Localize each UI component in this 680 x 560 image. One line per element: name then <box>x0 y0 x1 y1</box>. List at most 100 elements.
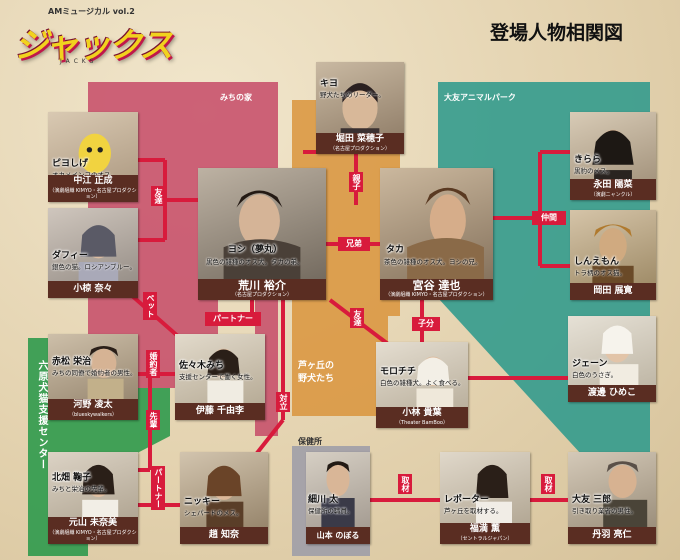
relation-shuzai-2: 取材 <box>541 474 555 494</box>
actor-name: 中江 正成 <box>73 176 113 186</box>
character-desc: 支援センターで働く女性。 <box>179 373 257 381</box>
relation-shuzai-1: 取材 <box>398 474 412 494</box>
character-desc: 保健所の職員。 <box>308 507 354 515</box>
character-role: 大友 三郎 <box>572 495 612 505</box>
character-desc: 白色のうさぎ。 <box>572 371 618 379</box>
relation-nakama: 仲間 <box>532 211 566 225</box>
relation-partner-1: パートナー <box>205 312 261 326</box>
character-desc: トラ柄のオス猫。 <box>574 269 626 277</box>
name-plate: 小林 貴葉（Theater BamBoo） <box>376 407 468 428</box>
character-desc: 茶色の雑種のオス犬。ヨシの兄。 <box>384 258 482 266</box>
character-card-michi: 佐々木みち 支援センターで働く女性。 伊藤 千由李 <box>175 334 265 420</box>
actor-name: 元山 未奈美 <box>68 518 118 528</box>
name-plate: 元山 未奈美 （演劇組織 KIMYO・名古屋プロダクション） <box>48 517 138 544</box>
relation-tomodachi-2: 友達 <box>350 308 364 328</box>
actor-agency: （演劇組織 KIMYO・名古屋プロダクション） <box>49 188 137 200</box>
character-card-reporter: レポーター 芦ヶ丘を取材する。 福満 薫（セントラルジャパン） <box>440 452 530 544</box>
actor-name: 河野 凌太 <box>73 400 113 410</box>
character-desc: 白色の雑種犬。よく食べる。 <box>380 379 465 387</box>
name-plate: 岡田 展寛 <box>570 283 656 300</box>
relation-oyako: 親子 <box>349 172 363 192</box>
character-role: キヨ <box>320 79 339 89</box>
name-plate: 山本 のぼる <box>306 527 370 544</box>
actor-name: 堀田 菜穂子 <box>335 134 385 144</box>
character-role: レポーター <box>444 495 490 505</box>
name-plate: 福満 薫（セントラルジャパン） <box>440 523 530 544</box>
relation-pet: ペット <box>143 292 157 320</box>
actor-name: 小林 貴葉 <box>402 408 442 418</box>
relation-senpai: 先輩 <box>146 410 160 430</box>
character-desc: 黒色の雑種のオス犬。タカの弟。 <box>206 258 304 266</box>
actor-agency: （名古屋プロダクション） <box>329 146 390 152</box>
character-card-yoshi: ヨシ（夢丸） 黒色の雑種のオス犬。タカの弟。 荒川 裕介（名古屋プロダクション） <box>198 168 326 300</box>
name-plate: 伊藤 千由李 <box>175 403 265 420</box>
actor-name: 小椋 奈々 <box>73 284 113 294</box>
name-plate: 荒川 裕介（名古屋プロダクション） <box>198 279 326 300</box>
character-role: ピヨしげ <box>52 159 89 169</box>
actor-agency: （演劇ニャンクル） <box>590 192 636 198</box>
actor-name: 伊藤 千由李 <box>195 406 245 416</box>
character-card-daffy: ダフィー 銀色の猫。ロシアンブルー。 小椋 奈々 <box>48 208 138 298</box>
zone-label-otomo: 大友アニマルパーク <box>444 93 516 102</box>
character-role: ニッキー <box>184 497 221 507</box>
character-card-jane: ジェーン 白色のうさぎ。 渡邊 ひめこ <box>568 316 656 402</box>
actor-name: 宮谷 達也 <box>412 279 461 292</box>
character-card-kirara: きらら 黒豹のメス。 永田 陽菜（演劇ニャンクル） <box>570 112 656 200</box>
character-desc: 野犬たちのリーダー。 <box>320 91 385 99</box>
logo-title: ジャックス <box>14 26 173 66</box>
relation-tomodachi-1: 友達 <box>151 186 165 206</box>
character-role: 細川 太 <box>308 495 339 505</box>
character-card-morochi: モロチチ 白色の雑種犬。よく食べる。 小林 貴葉（Theater BamBoo） <box>376 342 468 428</box>
character-card-shinemon: しんえもん トラ柄のオス猫。 岡田 展寛 <box>570 210 656 300</box>
zone-label-ashigaoka-2: 野犬たち <box>298 374 335 384</box>
actor-agency: （演劇組織 KIMYO・名古屋プロダクション） <box>49 530 137 542</box>
character-desc: みちと栄治の先輩。 <box>52 485 111 493</box>
relation-kyodai: 兄弟 <box>338 237 370 251</box>
relation-konyakusha: 婚約者 <box>146 350 160 378</box>
relation-partner-2: パートナー <box>151 466 165 510</box>
name-plate: 渡邊 ひめこ <box>568 385 656 402</box>
zone-label-rokuhara: 六原犬猫支援センター <box>36 360 47 470</box>
character-card-otomo: 大友 三郎 引き取り業者の男性。 丹羽 亮仁 <box>568 452 656 544</box>
character-role: ジェーン <box>572 359 608 369</box>
character-desc: 黒豹のメス。 <box>574 167 613 175</box>
character-card-piyoshige: ピヨしげ オカメインコのオス。 中江 正成（演劇組織 KIMYO・名古屋プロダク… <box>48 112 138 202</box>
character-card-kiyo: キヨ 野犬たちのリーダー。 堀田 菜穂子 （名古屋プロダクション） <box>316 62 404 154</box>
actor-name: 趙 知奈 <box>208 530 240 540</box>
name-plate: 宮谷 達也（演劇組織 KIMYO・名古屋プロダクション） <box>380 279 493 300</box>
logo-subtitle: J A C K S <box>60 58 95 65</box>
name-plate: 趙 知奈 <box>180 527 268 544</box>
character-role: タカ <box>386 245 405 255</box>
actor-name: 山本 のぼる <box>316 531 360 540</box>
character-role: 佐々木みち <box>179 361 225 371</box>
character-card-kitahata: 北畑 鞠子 みちと栄治の先輩。 元山 未奈美 （演劇組織 KIMYO・名古屋プロダ… <box>48 452 138 544</box>
name-plate: 河野 凌太 （blueskywalkers） <box>48 399 138 420</box>
character-role: ヨシ（夢丸） <box>228 245 283 255</box>
character-card-nicky: ニッキー シェパードのメス。 趙 知奈 <box>180 452 268 544</box>
character-role: 北畑 鞠子 <box>52 473 92 483</box>
relation-tairitsu: 対立 <box>276 392 290 412</box>
portrait <box>180 452 268 544</box>
character-desc: 銀色の猫。ロシアンブルー。 <box>52 263 136 271</box>
zone-label-michi: みちの家 <box>220 93 252 102</box>
character-desc: 芦ヶ丘を取材する。 <box>444 507 503 515</box>
actor-agency: （名古屋プロダクション） <box>231 292 292 298</box>
chart-title: 登場人物相関図 <box>490 22 624 44</box>
character-card-hosokawa: 細川 太 保健所の職員。 山本 のぼる <box>306 452 370 544</box>
actor-name: 渡邊 ひめこ <box>587 388 637 398</box>
name-plate: 中江 正成 （演劇組織 KIMYO・名古屋プロダクション） <box>48 175 138 202</box>
character-card-akamatsu: 赤松 栄治 みちの同僚で婚約者の男性。 河野 凌太（blueskywalkers… <box>48 334 138 420</box>
series-label: AMミュージカル vol.2 <box>48 7 135 16</box>
character-role: モロチチ <box>380 367 417 377</box>
actor-name: 丹羽 亮仁 <box>592 530 632 540</box>
actor-agency: （演劇組織 KIMYO・名古屋プロダクション） <box>385 292 488 298</box>
name-plate: 永田 陽菜 （演劇ニャンクル） <box>570 179 656 200</box>
actor-agency: （blueskywalkers） <box>68 412 118 418</box>
character-desc: シェパードのメス。 <box>184 509 243 517</box>
actor-name: 荒川 裕介 <box>238 279 286 292</box>
character-role: ダフィー <box>52 251 88 261</box>
character-role: しんえもん <box>574 257 620 267</box>
name-plate: 丹羽 亮仁 <box>568 527 656 544</box>
actor-name: 永田 陽菜 <box>593 180 633 190</box>
